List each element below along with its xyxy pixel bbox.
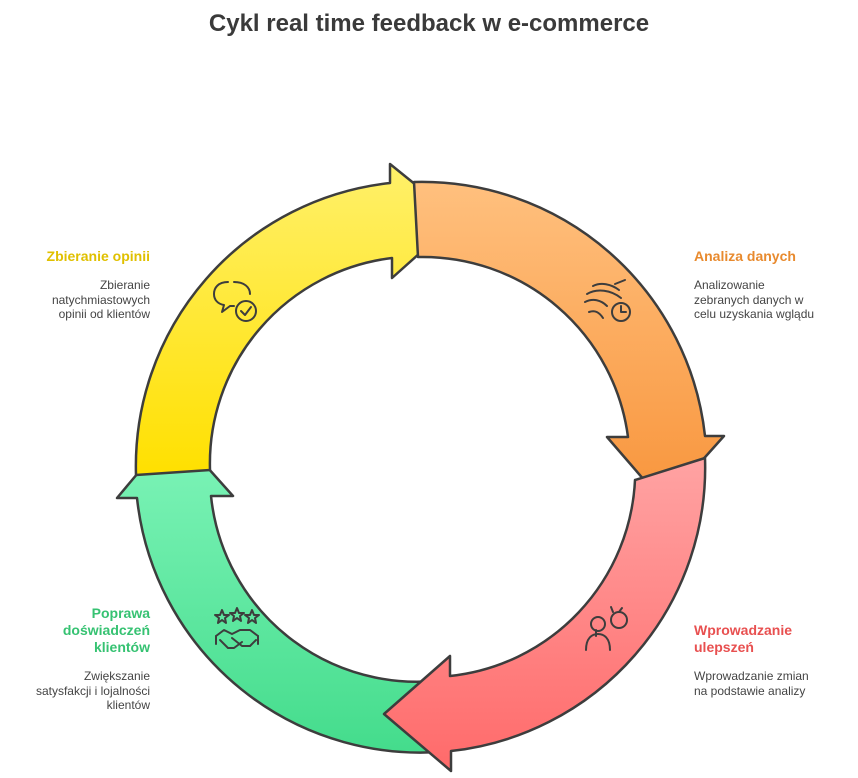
chat-check-icon <box>213 281 257 322</box>
step-analysis-description: Analizowanie zebranych danych w celu uzy… <box>694 278 844 322</box>
step-improve-title-line: Wprowadzanie <box>694 622 793 638</box>
step-collect-desc-line: Zbieranie <box>99 278 150 292</box>
step-improve-desc-line: na podstawie analizy <box>694 683 806 698</box>
step-analysis-title: Analiza danych <box>694 248 796 264</box>
step-improve: Wprowadzanie ulepszeń Wprowadzanie zmian… <box>694 622 844 698</box>
step-analysis-desc-line: zebranych danych w <box>694 292 804 307</box>
arrow-segment-analysis <box>412 180 726 505</box>
step-experience-desc-line: satysfakcji i lojalności <box>35 683 150 698</box>
step-improve-desc-line: Wprowadzanie zmian <box>694 669 809 683</box>
step-collect-desc-line: opinii od klientów <box>58 307 150 321</box>
step-collect-title: Zbieranie opinii <box>46 248 150 264</box>
step-experience-title-line: klientów <box>93 639 150 655</box>
step-collect-description: Zbieranie natychmiastowych opinii od kli… <box>20 278 150 322</box>
step-analysis: Analiza danych Analizowanie zebranych da… <box>694 248 844 322</box>
step-collect: Zbieranie opinii Zbieranie natychmiastow… <box>20 248 150 322</box>
step-improve-description: Wprowadzanie zmian na podstawie analizy <box>694 669 844 698</box>
step-analysis-desc-line: celu uzyskania wglądu <box>694 307 815 321</box>
step-improve-title-line: ulepszeń <box>694 639 754 655</box>
wind-clock-icon <box>584 279 631 322</box>
arrow-segment-improve <box>382 456 707 773</box>
arrow-segment-experience <box>115 428 458 754</box>
step-improve-title: Wprowadzanie ulepszeń <box>694 622 844 656</box>
step-experience-desc-line: klientów <box>106 698 150 712</box>
step-experience-title: Poprawa doświadczeń klientów <box>0 605 150 656</box>
arrow-segment-collect <box>134 162 460 477</box>
page-title: Cykl real time feedback w e-commerce <box>208 10 650 37</box>
stars-handshake-icon <box>214 607 260 649</box>
step-experience: Poprawa doświadczeń klientów Zwiększanie… <box>0 605 150 713</box>
step-experience-title-line: doświadczeń <box>62 622 150 638</box>
step-collect-desc-line: natychmiastowych <box>51 292 150 307</box>
person-refresh-icon <box>585 606 628 651</box>
step-experience-desc-line: Zwiększanie <box>83 669 150 683</box>
step-experience-title-line: Poprawa <box>91 605 150 621</box>
step-analysis-desc-line: Analizowanie <box>694 278 765 292</box>
step-experience-description: Zwiększanie satysfakcji i lojalności kli… <box>0 669 150 713</box>
